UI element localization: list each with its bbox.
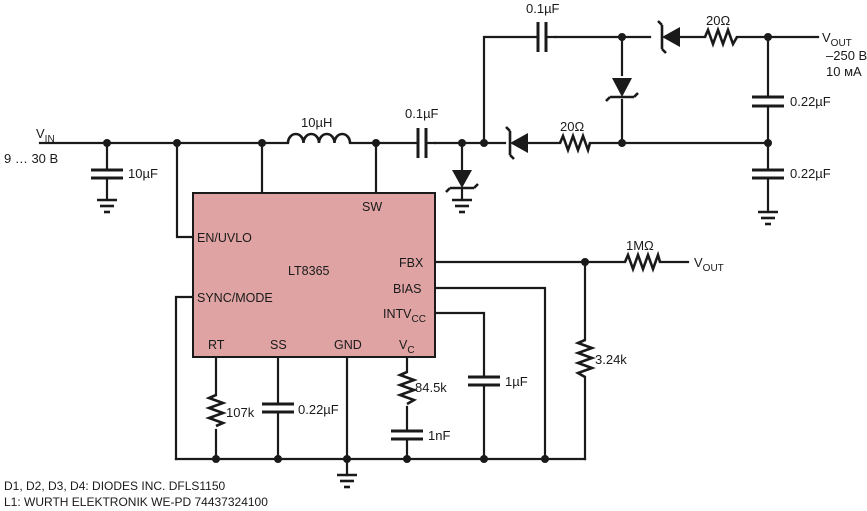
- output-capacitor-top: [752, 95, 784, 108]
- inductor-label: 10µH: [301, 115, 332, 130]
- junction-dots: [103, 33, 772, 463]
- ss-capacitor-label: 0.22µF: [298, 402, 339, 417]
- pump-capacitor-label: 0.1µF: [526, 1, 560, 16]
- diode-d2: [505, 126, 528, 160]
- vc-capacitor: [391, 429, 423, 441]
- intvcc-capacitor-label: 1µF: [505, 374, 528, 389]
- pin-intvcc: INTVCC: [383, 307, 426, 325]
- vout-fb-label: VOUT: [694, 255, 724, 274]
- resistor-top: [703, 26, 739, 48]
- diode-d3: [605, 78, 639, 102]
- resistor-fb-top-label: 1MΩ: [626, 238, 654, 253]
- pin-en-uvlo: EN/UVLO: [197, 231, 252, 245]
- resistor-fb-bottom: [574, 338, 596, 379]
- ground-symbol-output: [758, 210, 778, 226]
- pump-capacitor: [536, 22, 548, 52]
- resistor-mid-label: 20Ω: [560, 119, 584, 134]
- wires: [38, 35, 820, 477]
- vin-range: 9 … 30 B: [4, 151, 58, 166]
- ground-symbol-d1: [452, 198, 472, 214]
- resistor-vc: [396, 370, 418, 406]
- ss-capacitor: [262, 402, 294, 414]
- diode-d1: [445, 170, 479, 193]
- resistor-fb-top: [623, 250, 662, 273]
- pin-vc: VC: [399, 338, 415, 356]
- pin-rt: RT: [208, 338, 225, 352]
- ground-symbol-main: [337, 473, 357, 489]
- resistor-top-label: 20Ω: [706, 13, 730, 28]
- resistor-mid: [558, 132, 592, 155]
- output-capacitor-bottom: [752, 168, 784, 180]
- vout-neg-current: 10 мА: [826, 64, 862, 79]
- output-capacitor-top-label: 0.22µF: [790, 94, 831, 109]
- vin-label: VIN: [36, 126, 55, 145]
- input-capacitor: [91, 168, 123, 180]
- vc-capacitor-label: 1nF: [428, 428, 450, 443]
- ground-symbol-input: [97, 198, 117, 214]
- note-inductor: L1: WURTH ELEKTRONIK WE-PD 74437324100: [4, 495, 268, 509]
- coupling-capacitor-label: 0.1µF: [405, 106, 439, 121]
- pin-gnd: GND: [334, 338, 362, 352]
- note-diodes: D1, D2, D3, D4: DIODES INC. DFLS1150: [4, 479, 226, 493]
- pin-fbx: FBX: [399, 256, 424, 270]
- resistor-rt: [205, 393, 227, 428]
- resistor-rt-label: 107k: [226, 405, 255, 420]
- ic-name: LT8365: [288, 264, 330, 278]
- input-capacitor-label: 10µF: [128, 166, 158, 181]
- coupling-capacitor: [416, 128, 428, 158]
- diode-d4: [657, 20, 680, 54]
- pin-bias: BIAS: [393, 282, 422, 296]
- resistor-fb-bottom-label: 3.24k: [595, 352, 627, 367]
- vout-neg-label: VOUT: [822, 30, 852, 49]
- vout-neg-voltage: –250 B: [826, 48, 867, 63]
- pin-sync-mode: SYNC/MODE: [197, 291, 273, 305]
- ic-body: [192, 192, 436, 358]
- intvcc-capacitor: [468, 375, 500, 387]
- pin-sw: SW: [362, 200, 382, 214]
- inductor-l1: [286, 132, 352, 144]
- output-capacitor-bottom-label: 0.22µF: [790, 166, 831, 181]
- pin-ss: SS: [270, 338, 287, 352]
- lt8365-ic: LT8365 SW EN/UVLO FBX BIAS INTVCC SYNC/M…: [192, 192, 436, 358]
- resistor-vc-label: 84.5k: [415, 380, 447, 395]
